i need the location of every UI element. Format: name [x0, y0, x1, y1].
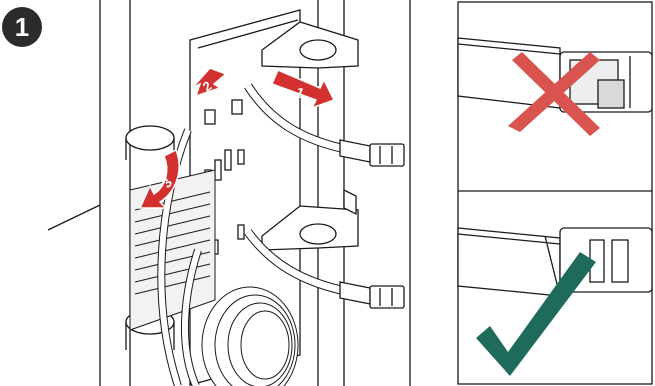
comparison-panels	[458, 2, 652, 384]
step-number: 1	[15, 12, 29, 42]
lower-buckle	[340, 282, 404, 308]
step-badge: 1	[2, 7, 42, 47]
upper-buckle	[340, 140, 404, 166]
correct-panel	[458, 228, 652, 296]
left-upper-collar	[126, 126, 174, 150]
main-illustration	[48, 0, 410, 386]
